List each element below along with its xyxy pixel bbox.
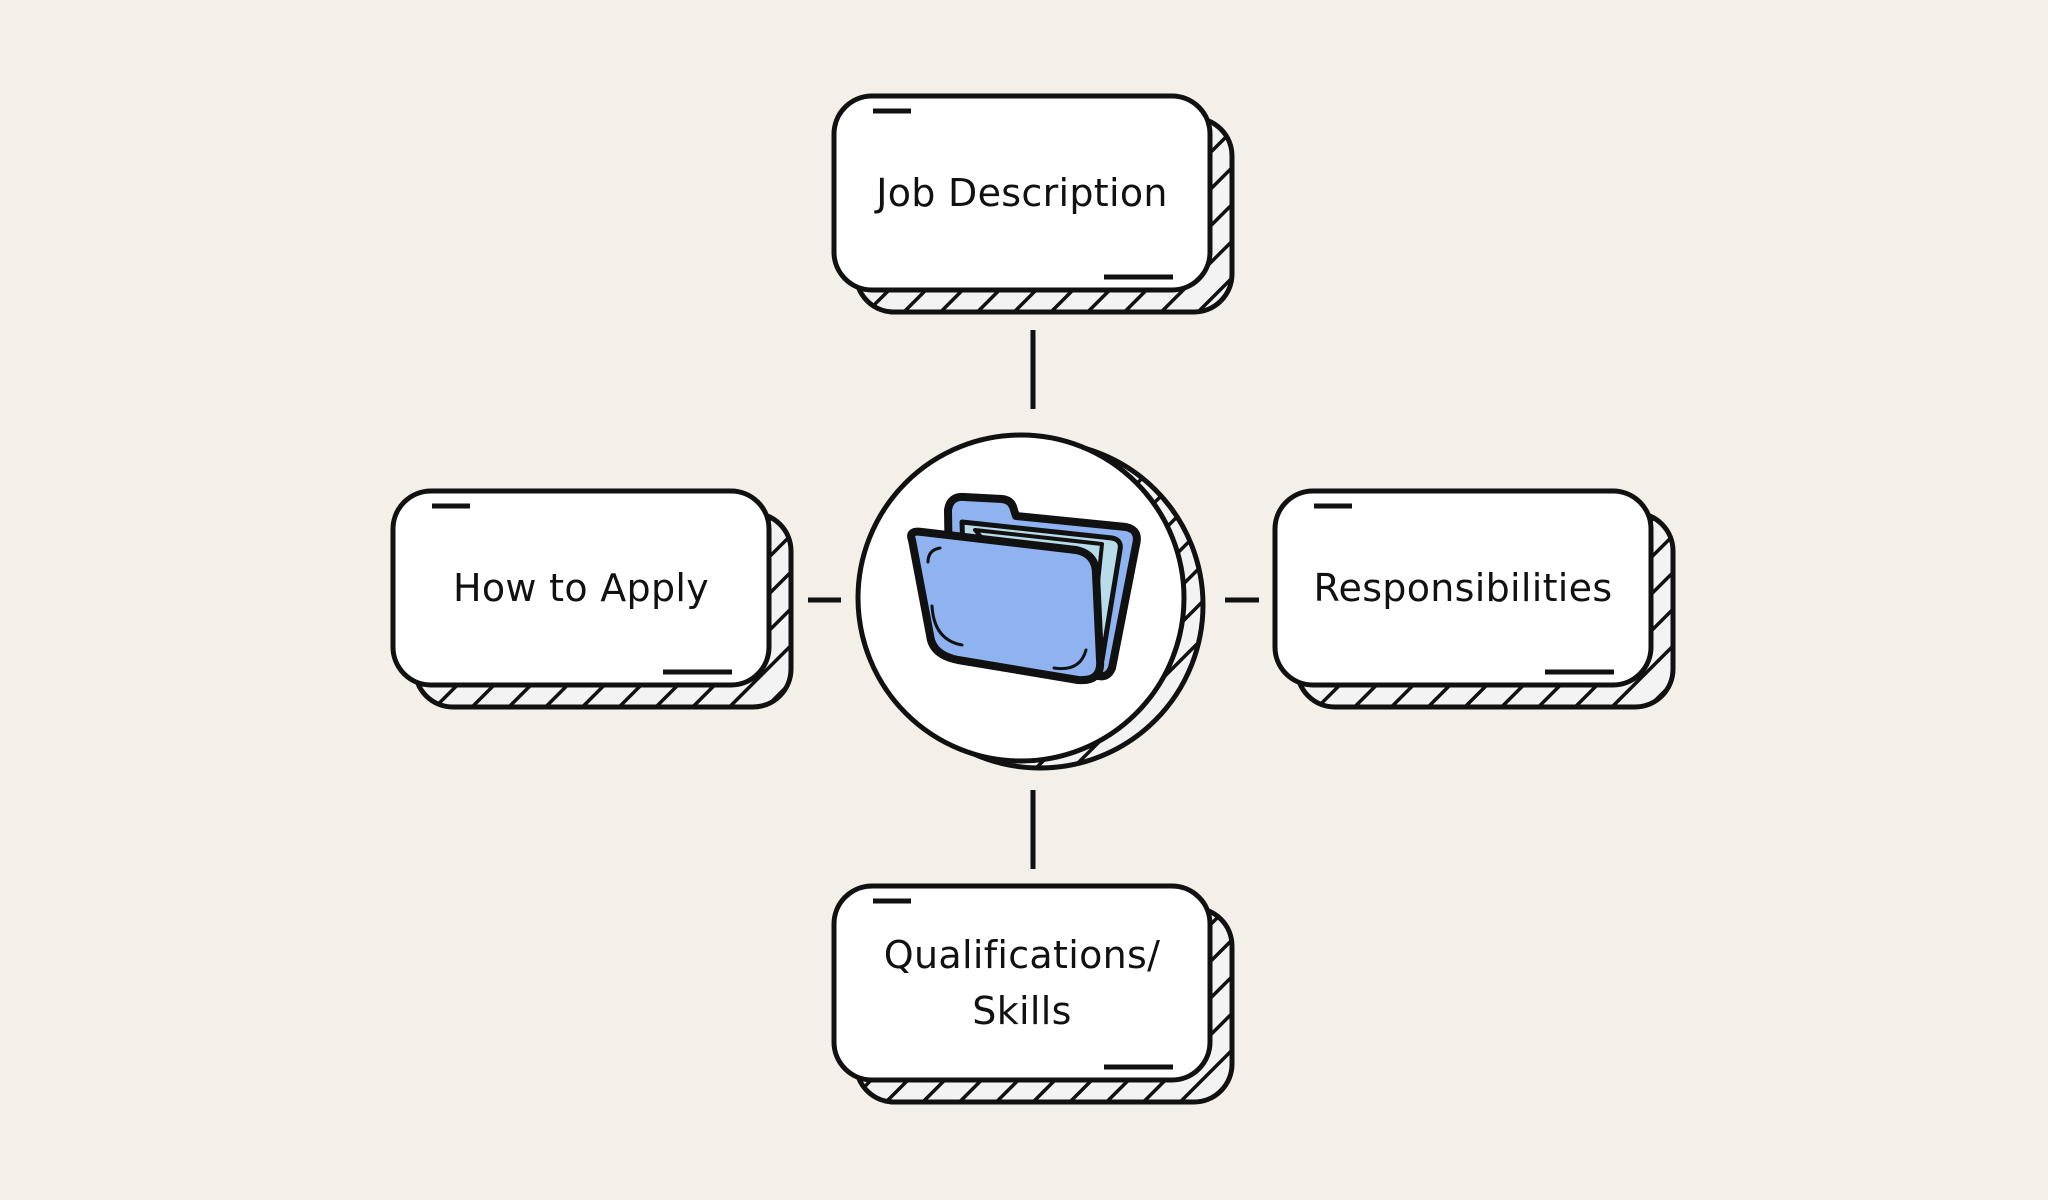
card-how-to-apply[interactable]	[390, 488, 794, 710]
node-label-qualifications-skills: Qualifications/ Skills	[834, 886, 1210, 1080]
center-node[interactable]	[855, 432, 1206, 771]
folder-icon	[907, 492, 1141, 685]
node-label-responsibilities: Responsibilities	[1275, 491, 1651, 685]
node-label-how-to-apply: How to Apply	[393, 491, 769, 685]
node-label-job-description: Job Description	[834, 96, 1210, 290]
label-text-line2: Skills	[972, 989, 1072, 1033]
card-job-description[interactable]	[831, 93, 1235, 315]
label-text: Job Description	[876, 171, 1168, 215]
card-qualifications-skills[interactable]	[831, 883, 1235, 1105]
label-text: Responsibilities	[1313, 566, 1613, 610]
connectors	[808, 330, 1259, 869]
label-text: How to Apply	[452, 566, 710, 610]
label-text-line1: Qualifications/	[883, 933, 1161, 977]
card-responsibilities[interactable]	[1272, 488, 1676, 710]
